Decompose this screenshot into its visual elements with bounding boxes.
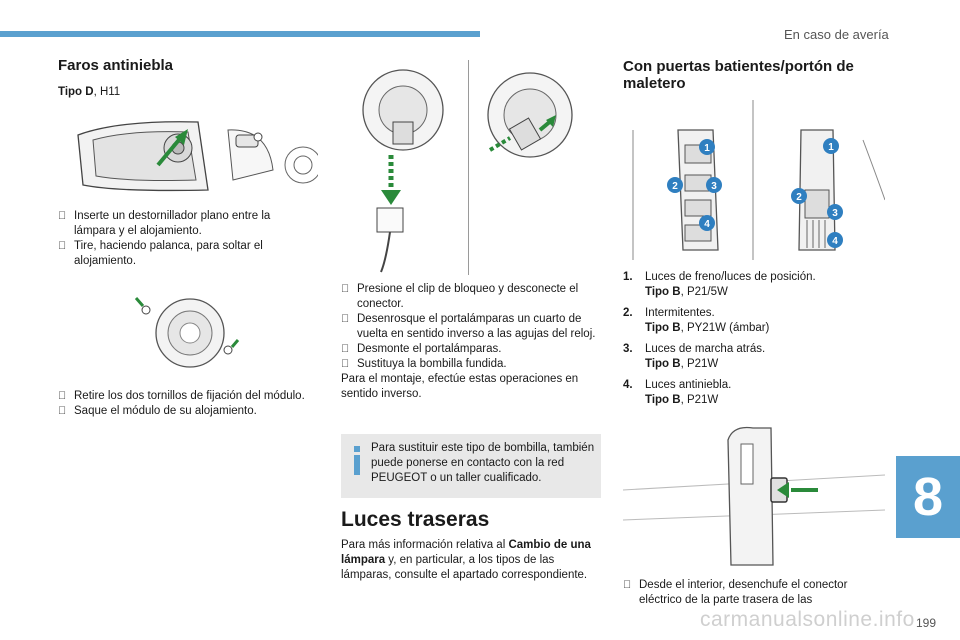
- callout-label: 4: [832, 236, 838, 247]
- step-text: Sustituya la bombilla fundida.: [357, 358, 507, 370]
- fog-steps-a: Inserte un destornillador plano entre l…: [58, 209, 314, 269]
- bullet-item:  Sustituya la bombilla fundida.: [341, 357, 603, 372]
- bullet-item:  Desmonte el portalámparas.: [341, 342, 603, 357]
- item-type-label: Tipo B: [645, 286, 681, 298]
- bullet-item: Desenrosque el portalámparas un cuarto …: [341, 312, 603, 342]
- checkbox-bullet-icon: : [623, 578, 633, 608]
- step-text: Desmonte el portalámparas.: [357, 343, 502, 355]
- checkbox-bullet-icon: : [341, 357, 351, 372]
- item-label: Luces de marcha atrás.: [645, 343, 766, 355]
- step-text: Retire los dos tornillos de fijación del…: [74, 390, 305, 402]
- checkbox-bullet-icon: : [58, 209, 68, 239]
- item-type-value: , P21W: [680, 394, 719, 406]
- lamp-type-label: Tipo D: [58, 86, 94, 98]
- list-item: 1. Luces de freno/luces de posición. Tipo …: [623, 270, 885, 300]
- item-number: 4.: [623, 379, 633, 391]
- list-item: 3. Luces de marcha atrás. Tipo B, P21W: [623, 342, 885, 372]
- fog-module-screws-figure: [130, 288, 250, 378]
- item-label: Intermitentes.: [645, 307, 715, 319]
- bullet-item: Inserte un destornillador plano entre l…: [58, 209, 314, 239]
- bullet-item: Tire, haciendo palanca, para soltar el …: [58, 239, 314, 269]
- callout-label: 3: [832, 208, 838, 219]
- callout-label: 2: [672, 181, 678, 192]
- item-number: 3.: [623, 343, 633, 355]
- fog-lights-title: Faros antiniebla: [58, 57, 174, 74]
- rear-text-part2: y, en particular, a los tipos de las lám…: [341, 554, 588, 581]
- list-item: 2. Intermitentes. Tipo B, PY21W (ámbar): [623, 306, 885, 336]
- item-label: Luces antiniebla.: [645, 379, 732, 391]
- bullet-item:  Retire los dos tornillos de fijación de…: [58, 389, 320, 404]
- bullet-item: Presione el clip de bloqueo y desconect…: [341, 282, 603, 312]
- connector-removal-figure: [341, 60, 466, 275]
- section-title: En caso de avería: [784, 27, 889, 42]
- callout-label: 3: [711, 181, 717, 192]
- rear-lights-title: Luces traseras: [341, 508, 490, 531]
- rear-text-part1: Para más información relativa al: [341, 539, 509, 551]
- note-text: Para sustituir este tipo de bombilla, ta…: [371, 442, 595, 484]
- bulb-steps: Presione el clip de bloqueo y desconect…: [341, 282, 603, 402]
- fog-lamp-type: Tipo D, H11: [58, 85, 120, 100]
- step-text: Saque el módulo de su alojamiento.: [74, 405, 257, 417]
- page-number: 199: [916, 616, 937, 630]
- callout-label: 2: [796, 192, 802, 203]
- info-icon: [354, 446, 360, 475]
- item-number: 1.: [623, 271, 633, 283]
- mount-text: Para el montaje, efectúe estas operacion…: [341, 373, 579, 400]
- checkbox-bullet-icon: : [58, 404, 68, 419]
- item-type-label: Tipo B: [645, 322, 681, 334]
- callout-label: 1: [704, 143, 710, 154]
- step-text: Tire, haciendo palanca, para soltar el a…: [74, 240, 263, 267]
- fog-steps-b:  Retire los dos tornillos de fijación de…: [58, 389, 320, 419]
- info-note: Para sustituir este tipo de bombilla, ta…: [341, 434, 601, 498]
- checkbox-bullet-icon: : [58, 389, 68, 404]
- checkbox-bullet-icon: : [341, 312, 351, 342]
- lampholder-unscrew-figure: [470, 60, 600, 190]
- rear-text-bold: Cambio de una lámpara: [341, 539, 591, 566]
- callout-label: 1: [828, 142, 834, 153]
- item-type-label: Tipo B: [645, 394, 681, 406]
- top-accent-bar: [0, 31, 480, 37]
- checkbox-bullet-icon: : [341, 282, 351, 312]
- item-type-value: , P21/5W: [680, 286, 728, 298]
- list-item: 4. Luces antiniebla. Tipo B, P21W: [623, 378, 885, 408]
- checkbox-bullet-icon: : [341, 342, 351, 357]
- lamp-type-value: , H11: [93, 86, 121, 98]
- figure-divider: [468, 60, 469, 275]
- watermark: carmanualsonline.info: [700, 608, 915, 631]
- chapter-tab: 8: [896, 456, 960, 538]
- rear-connector-step: Desde el interior, desenchufe el conect…: [623, 578, 885, 608]
- rear-connector-figure: [623, 420, 885, 572]
- rear-lights-text: Para más información relativa al Cambio …: [341, 538, 591, 583]
- item-number: 2.: [623, 307, 633, 319]
- callout-label: 4: [704, 219, 710, 230]
- step-text: Desenrosque el portalámparas un cuarto d…: [357, 313, 596, 340]
- bullet-item:  Saque el módulo de su alojamiento.: [58, 404, 320, 419]
- item-label: Luces de freno/luces de posición.: [645, 271, 816, 283]
- lamp-list: 1. Luces de freno/luces de posición. Tipo …: [623, 270, 885, 414]
- rear-lamp-diagram: 1 2 3 4 1 2 3 4: [623, 100, 885, 262]
- item-type-value: , P21W: [680, 358, 719, 370]
- bumper-fog-lamp-figure: [58, 110, 318, 200]
- item-type-label: Tipo B: [645, 358, 681, 370]
- step-text: Desde el interior, desenchufe el conecto…: [639, 579, 848, 606]
- checkbox-bullet-icon: : [58, 239, 68, 269]
- doors-title: Con puertas batientes/portón de maletero: [623, 58, 854, 92]
- bullet-item: Desde el interior, desenchufe el conect…: [623, 578, 885, 608]
- step-text: Presione el clip de bloqueo y desconecte…: [357, 283, 579, 310]
- step-text: Inserte un destornillador plano entre la…: [74, 210, 271, 237]
- item-type-value: , PY21W (ámbar): [680, 322, 770, 334]
